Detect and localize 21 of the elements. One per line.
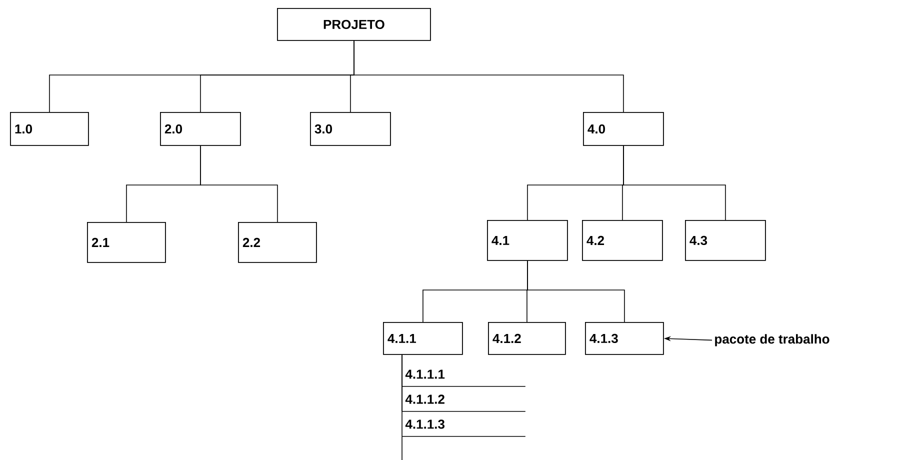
connector xyxy=(527,260,625,322)
wbs-box: 4.1 xyxy=(487,220,568,261)
wbs-box: 4.1.1 xyxy=(383,322,463,355)
wbs-box: 4.1.2 xyxy=(488,322,566,355)
wbs-box: 4.3 xyxy=(685,220,766,261)
wbs-box: 1.0 xyxy=(10,112,89,146)
wbs-box: 2.2 xyxy=(238,222,317,263)
connector xyxy=(354,40,624,112)
wbs-box: 2.0 xyxy=(160,112,241,146)
wbs-box: PROJETO xyxy=(277,8,431,41)
wbs-box: 4.1.3 xyxy=(585,322,664,355)
wbs-box: 4.0 xyxy=(583,112,664,146)
work-package-row: 4.1.1.2 xyxy=(402,394,526,412)
wbs-box: 4.2 xyxy=(582,220,663,261)
connector xyxy=(623,146,726,220)
work-package-row: 4.1.1.1 xyxy=(402,370,526,387)
connector xyxy=(200,146,278,222)
annotation-text: pacote de trabalho xyxy=(715,334,830,346)
wbs-box: 3.0 xyxy=(310,112,391,146)
wbs-box: 2.1 xyxy=(87,222,166,263)
work-package-row: 4.1.1.3 xyxy=(402,420,526,437)
